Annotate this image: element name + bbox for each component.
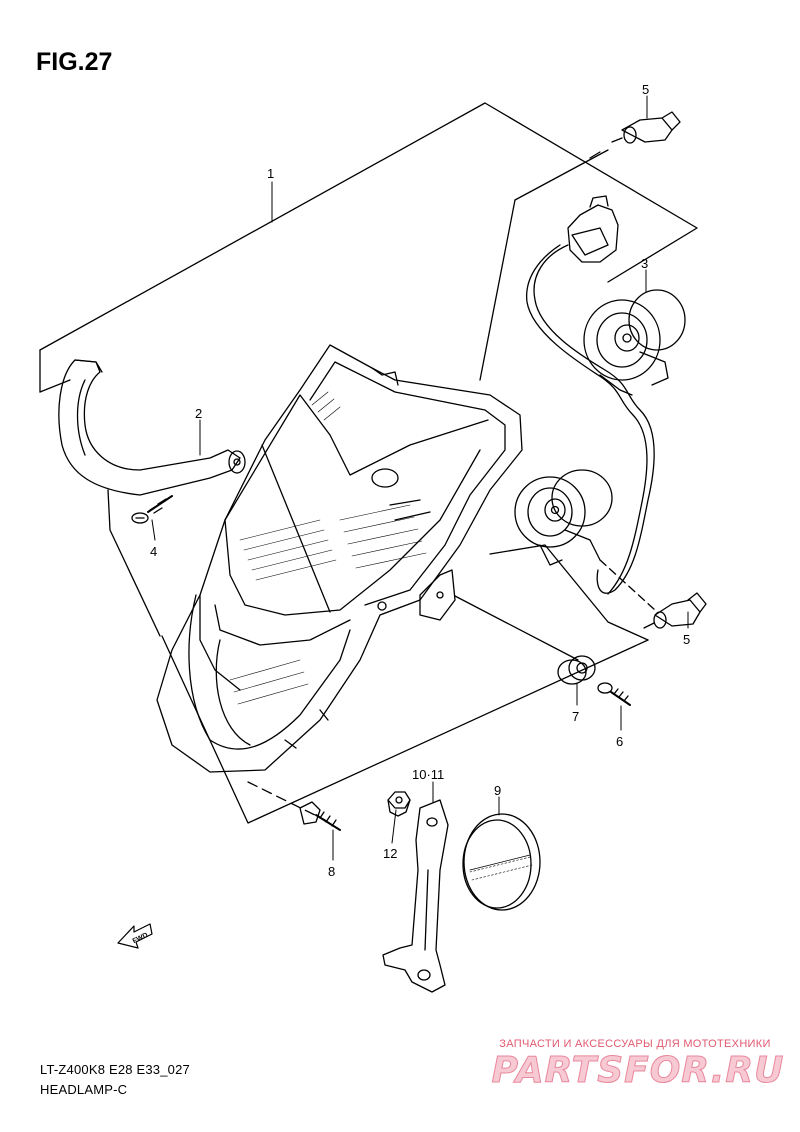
part-8-bolt	[299, 801, 341, 831]
watermark-logo: PARTSFOR.RU	[491, 1050, 785, 1092]
callout-6: 6	[616, 734, 623, 749]
callout-5-lower: 5	[683, 632, 690, 647]
part-5-bulb-lower	[643, 592, 707, 629]
figure-code: LT-Z400K8 E28 E33_027	[40, 1062, 190, 1077]
leader-lines	[151, 95, 689, 861]
part-10-11-stay-bracket	[382, 799, 449, 993]
part-2-bracket	[58, 359, 246, 496]
callout-10-11: 10·11	[412, 767, 444, 782]
part-9-reflector	[462, 813, 541, 911]
callout-8: 8	[328, 864, 335, 879]
callout-labels: 1 2 3 4 5 5 6 7 8 9 10·11 12	[150, 82, 690, 879]
part-5-bulb-upper	[611, 111, 681, 144]
part-12-nut	[387, 791, 411, 817]
callout-7: 7	[572, 709, 579, 724]
callout-2: 2	[195, 406, 202, 421]
part-6-screw	[597, 682, 631, 706]
forward-direction-arrow: FWD	[117, 923, 153, 949]
callout-1: 1	[267, 166, 274, 181]
callout-5-upper: 5	[642, 82, 649, 97]
watermark-tagline: ЗАПЧАСТИ И АКСЕССУАРЫ ДЛЯ МОТОТЕХНИКИ	[499, 1038, 771, 1050]
callout-12: 12	[383, 846, 397, 861]
callout-3: 3	[641, 256, 648, 271]
callout-9: 9	[494, 783, 501, 798]
figure-name: HEADLAMP-C	[40, 1082, 128, 1097]
figure-title: FIG.27	[36, 48, 113, 76]
part-7-grommet	[557, 655, 596, 685]
part-3-bulb-socket-harness	[514, 195, 686, 595]
assembly-frame	[39, 102, 698, 824]
callout-4: 4	[150, 544, 157, 559]
part-1-headlamp-housing	[156, 344, 523, 773]
part-4-screw	[131, 495, 173, 524]
